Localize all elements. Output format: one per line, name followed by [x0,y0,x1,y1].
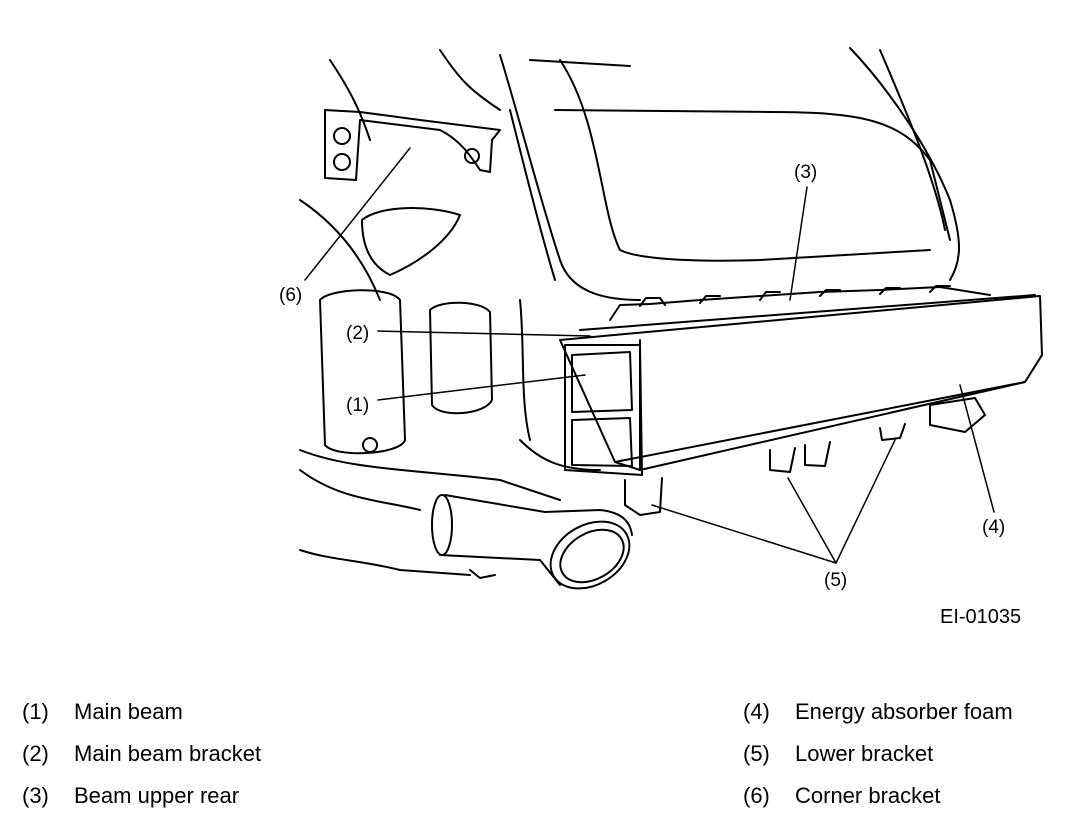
callout-6: (6) [279,285,302,306]
legend-label: Energy absorber foam [795,699,1013,724]
body-opening-center [429,301,493,415]
legend-number: (6) [743,783,770,808]
callout-4: (4) [982,517,1005,538]
callout-2: (2) [346,323,369,344]
main-beam-bracket [564,344,643,476]
figure-id: EI-01035 [940,606,1022,628]
exhaust-pipe [431,494,633,590]
energy-absorber-foam [929,397,986,433]
body-opening-left [319,289,406,455]
leader-lines [304,147,995,564]
vehicle-body-outline [299,47,960,576]
legend-number: (5) [743,741,770,766]
legend-label: Lower bracket [795,741,934,766]
legend-label: Corner bracket [795,783,941,808]
legend-number: (2) [22,741,49,766]
callout-3: (3) [794,162,817,183]
main-beam [559,294,1043,471]
callout-1: (1) [346,395,369,416]
body-hole [362,437,378,453]
corner-bracket [324,109,501,181]
legend-label: Beam upper rear [74,783,240,808]
legend-label: Main beam [74,699,183,724]
lower-brackets [624,423,906,516]
rear-bumper-beam-diagram: (1) (2) (3) (4) (5) (6) [279,47,1043,591]
body-opening-upper [361,207,461,276]
legend-number: (4) [743,699,770,724]
legend-number: (3) [22,783,49,808]
beam-upper-rear [609,285,991,321]
legend-number: (1) [22,699,49,724]
callout-5: (5) [824,570,847,591]
legend-label: Main beam bracket [74,741,262,766]
